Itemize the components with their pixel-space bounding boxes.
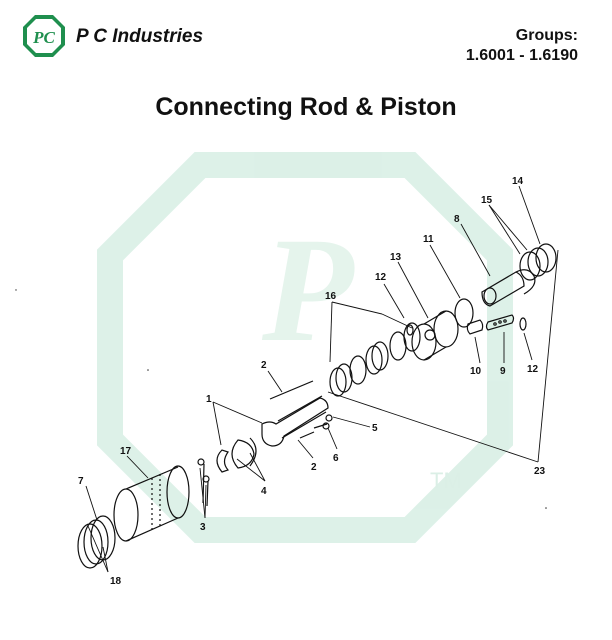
callout-9: 9 — [500, 366, 506, 377]
leader-lines — [85, 185, 559, 573]
callout-8: 8 — [454, 214, 460, 225]
pc-industries-logo: PC — [23, 15, 65, 57]
cylinder-liner — [113, 465, 190, 542]
callout-5: 5 — [372, 423, 378, 434]
callout-18: 18 — [110, 576, 122, 587]
callout-labels: 1 2 2 3 4 5 6 7 8 9 10 11 12 12 13 14 15… — [78, 176, 546, 587]
piston-pin-clip — [406, 324, 414, 336]
callout-1: 1 — [206, 394, 212, 405]
callout-7: 7 — [78, 476, 84, 487]
rod-bearing-rings — [77, 515, 116, 569]
callout-2: 2 — [261, 360, 267, 371]
callout-15: 15 — [481, 195, 493, 206]
scan-specks — [15, 289, 547, 509]
callout-17: 17 — [120, 446, 132, 457]
watermark-letter: P — [261, 207, 355, 373]
bearing-shells — [216, 437, 257, 473]
callout-12: 12 — [527, 364, 539, 375]
piston-pin — [485, 314, 515, 331]
callout-23: 23 — [534, 466, 546, 477]
oil-control-rings — [519, 243, 557, 281]
compression-rings — [329, 322, 421, 397]
callout-13: 13 — [390, 252, 402, 263]
company-name: P C Industries — [76, 26, 204, 47]
logo-letters: PC — [32, 28, 55, 47]
groups-info: Groups: 1.6001 - 1.6190 — [466, 26, 578, 66]
connecting-rod — [261, 380, 333, 447]
callout-16: 16 — [325, 291, 337, 302]
callout-4: 4 — [261, 486, 267, 497]
slipper-bearing — [466, 319, 484, 335]
piston-ring — [454, 298, 474, 328]
pin-retainer — [519, 317, 527, 331]
callout-6: 6 — [333, 453, 339, 464]
page-title: Connecting Rod & Piston — [155, 93, 457, 121]
piston-skirt — [481, 269, 536, 307]
callout-11: 11 — [423, 234, 434, 245]
callout-3: 3 — [200, 522, 206, 533]
callout-14: 14 — [512, 176, 524, 187]
callout-12: 12 — [375, 272, 387, 283]
groups-label: Groups: — [515, 27, 578, 44]
groups-range: 1.6001 - 1.6190 — [465, 47, 578, 64]
piston-crown — [411, 310, 459, 361]
callout-10: 10 — [470, 366, 482, 377]
watermark: P TM — [97, 152, 513, 543]
watermark-tm: TM — [430, 468, 462, 493]
callout-2: 2 — [311, 462, 317, 473]
